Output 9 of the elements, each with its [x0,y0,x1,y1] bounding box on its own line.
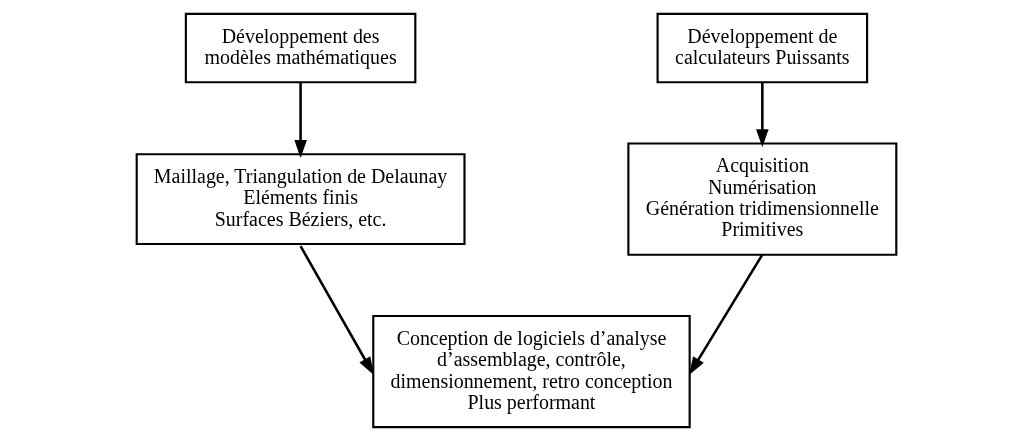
node-box: Conception de logiciels d’analyse d’assemblage, contrôle, dimensionnement, retro conception Plus performant [372,314,691,429]
node-box: Maillage, Triangulation de Delaunay Eléments finis Surfaces Béziers, etc. [135,153,466,246]
node-box: Acquisition Numérisation Génération tridimensionnelle Primitives [627,142,898,256]
arrow [689,254,764,375]
arrow [299,245,374,375]
arrow [756,82,769,148]
arrow [294,82,307,159]
node-box: Développement des modèles mathématiques [184,12,417,84]
node-box: Développement de calculateurs Puissants [656,12,869,84]
